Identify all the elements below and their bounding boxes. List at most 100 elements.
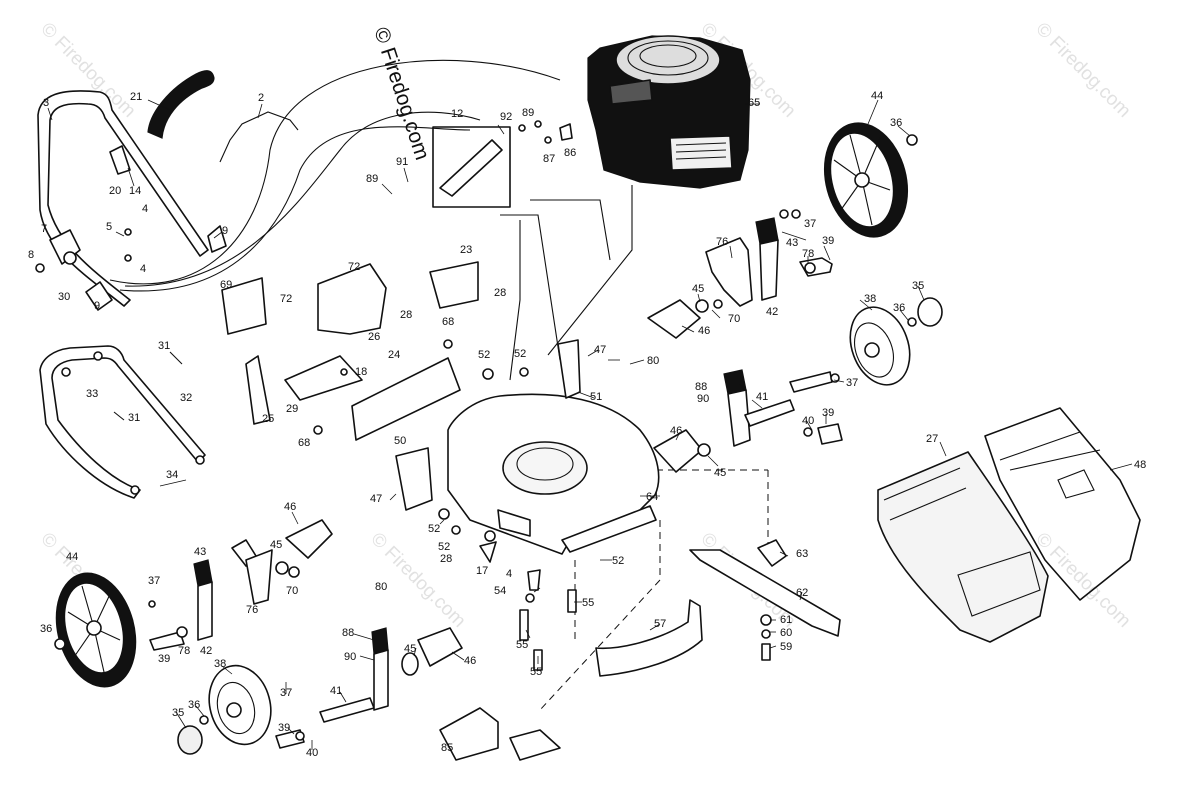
left-rear-height-adjuster xyxy=(193,519,333,641)
engine xyxy=(587,35,751,189)
callout-40: 40 xyxy=(306,747,318,759)
rear-flap-mount xyxy=(557,339,581,399)
callout-61: 61 xyxy=(780,614,792,626)
callout-33: 33 xyxy=(86,388,98,400)
callout-28: 28 xyxy=(400,309,412,321)
callout-36: 36 xyxy=(40,623,52,635)
lower-handle xyxy=(39,345,206,499)
callout-68: 68 xyxy=(298,437,310,449)
callout-46: 46 xyxy=(464,655,476,667)
part-17 xyxy=(479,541,497,563)
callout-64: 64 xyxy=(646,491,658,503)
part-23 xyxy=(429,261,479,309)
callout-69: 69 xyxy=(220,279,232,291)
callout-55: 55 xyxy=(516,639,528,651)
callout-52: 52 xyxy=(428,523,440,535)
control-cables xyxy=(109,59,561,292)
callout-23: 23 xyxy=(460,244,472,256)
callout-78: 78 xyxy=(802,248,814,260)
callout-60: 60 xyxy=(780,627,792,639)
rear-wheel-right xyxy=(823,122,918,238)
callout-87: 87 xyxy=(543,153,555,165)
callout-37: 37 xyxy=(280,687,292,699)
callout-37: 37 xyxy=(148,575,160,587)
callout-52: 52 xyxy=(612,555,624,567)
callout-30: 30 xyxy=(58,291,70,303)
callout-89: 89 xyxy=(366,173,378,185)
callout-54: 54 xyxy=(494,585,506,597)
callout-4: 4 xyxy=(140,263,146,275)
front-wheel-left xyxy=(177,627,463,755)
rear-discharge-parts xyxy=(221,261,479,441)
callout-8: 8 xyxy=(28,249,34,261)
callout-17: 17 xyxy=(476,565,488,577)
callout-86: 86 xyxy=(564,147,576,159)
callout-70: 70 xyxy=(728,313,740,325)
callout-72: 72 xyxy=(348,261,360,273)
callout-78: 78 xyxy=(178,645,190,657)
callout-80: 80 xyxy=(647,355,659,367)
callout-28: 28 xyxy=(494,287,506,299)
callout-21: 21 xyxy=(130,91,142,103)
callout-85: 85 xyxy=(441,742,453,754)
callout-45: 45 xyxy=(270,539,282,551)
callout-43: 43 xyxy=(786,237,798,249)
front-wheel-right xyxy=(789,297,943,393)
control-bail-wire xyxy=(219,111,299,163)
callout-42: 42 xyxy=(200,645,212,657)
callout-2: 2 xyxy=(258,92,264,104)
callout-44: 44 xyxy=(66,551,78,563)
callout-4: 4 xyxy=(142,203,148,215)
callout-37: 37 xyxy=(804,218,816,230)
part-26 xyxy=(317,263,387,335)
skid-plates xyxy=(439,599,703,761)
callout-31: 31 xyxy=(158,340,170,352)
callout-9: 9 xyxy=(222,225,228,237)
upper-handle xyxy=(35,70,299,311)
watermark-main: © Firedog.com xyxy=(369,24,434,162)
callout-35: 35 xyxy=(172,707,184,719)
callout-38: 38 xyxy=(864,293,876,305)
callout-34: 34 xyxy=(166,469,178,481)
callout-5: 5 xyxy=(106,221,112,233)
callout-labels: 21 2 3 12 92 89 65 44 36 87 86 91 89 20 … xyxy=(28,90,1146,759)
callout-42: 42 xyxy=(766,306,778,318)
right-front-height-adjuster xyxy=(653,369,843,473)
callout-91: 91 xyxy=(396,156,408,168)
skid-plate-57 xyxy=(595,599,703,677)
callout-45: 45 xyxy=(692,283,704,295)
callout-38: 38 xyxy=(214,658,226,670)
callout-24: 24 xyxy=(388,349,400,361)
callout-59: 59 xyxy=(780,641,792,653)
callout-7: 7 xyxy=(41,223,47,235)
callout-46: 46 xyxy=(698,325,710,337)
callout-26: 26 xyxy=(368,331,380,343)
callout-43: 43 xyxy=(194,546,206,558)
callout-52: 52 xyxy=(438,541,450,553)
callout-47: 47 xyxy=(594,344,606,356)
callout-44: 44 xyxy=(871,90,883,102)
callout-50: 50 xyxy=(394,435,406,447)
callout-37: 37 xyxy=(846,377,858,389)
part-69 xyxy=(221,277,267,335)
callout-3: 3 xyxy=(43,97,49,109)
callout-51: 51 xyxy=(590,391,602,403)
callout-36: 36 xyxy=(188,699,200,711)
grass-collector xyxy=(877,407,1141,643)
callout-28: 28 xyxy=(440,553,452,565)
callout-14: 14 xyxy=(129,185,141,197)
callout-18: 18 xyxy=(355,366,367,378)
part-85 xyxy=(439,707,499,761)
cable-bracket-group xyxy=(432,120,573,208)
callout-45: 45 xyxy=(404,643,416,655)
callout-65: 65 xyxy=(748,97,760,109)
blade-adapter-63 xyxy=(757,539,787,567)
callout-9: 9 xyxy=(94,300,100,312)
center-brackets xyxy=(395,339,581,563)
callout-92: 92 xyxy=(500,111,512,123)
callout-25: 25 xyxy=(262,413,274,425)
callout-32: 32 xyxy=(180,392,192,404)
callout-39: 39 xyxy=(822,407,834,419)
callout-52: 52 xyxy=(478,349,490,361)
callout-76: 76 xyxy=(716,236,728,248)
